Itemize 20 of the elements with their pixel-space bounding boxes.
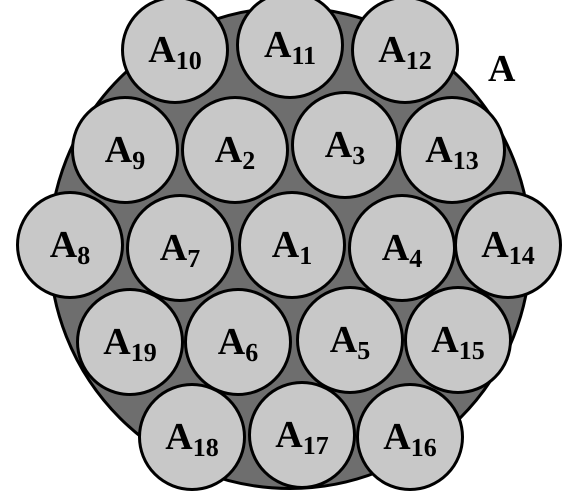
strand-label: A$_{16}$ (383, 418, 437, 456)
strand-label: A$_{12}$ (378, 31, 432, 69)
strand-label: A$_{13}$ (425, 131, 479, 169)
strand-label: A$_{5}$ (330, 321, 370, 359)
strand-label: A$_{1}$ (272, 226, 312, 264)
strand-label: A$_{2}$ (214, 131, 256, 169)
strand-label: A$_{19}$ (103, 323, 157, 361)
strand-label: A$_{17}$ (275, 416, 329, 454)
strand-label: A$_{15}$ (431, 321, 485, 359)
strand-label: A$_{8}$ (50, 226, 90, 264)
strand-label: A$_{18}$ (165, 418, 219, 456)
strand-label: A$_{10}$ (148, 31, 202, 69)
strand-label: A$_{3}$ (324, 126, 366, 164)
strand-label: A$_{7}$ (160, 229, 200, 267)
strand-label: A$_{14}$ (481, 226, 535, 264)
strand-label: A$_{11}$ (264, 26, 316, 64)
bundle-label: A (488, 50, 516, 88)
strand-label: A$_{9}$ (104, 131, 146, 169)
strand-label: A$_{4}$ (382, 229, 422, 267)
strand-label: A$_{6}$ (218, 323, 258, 361)
